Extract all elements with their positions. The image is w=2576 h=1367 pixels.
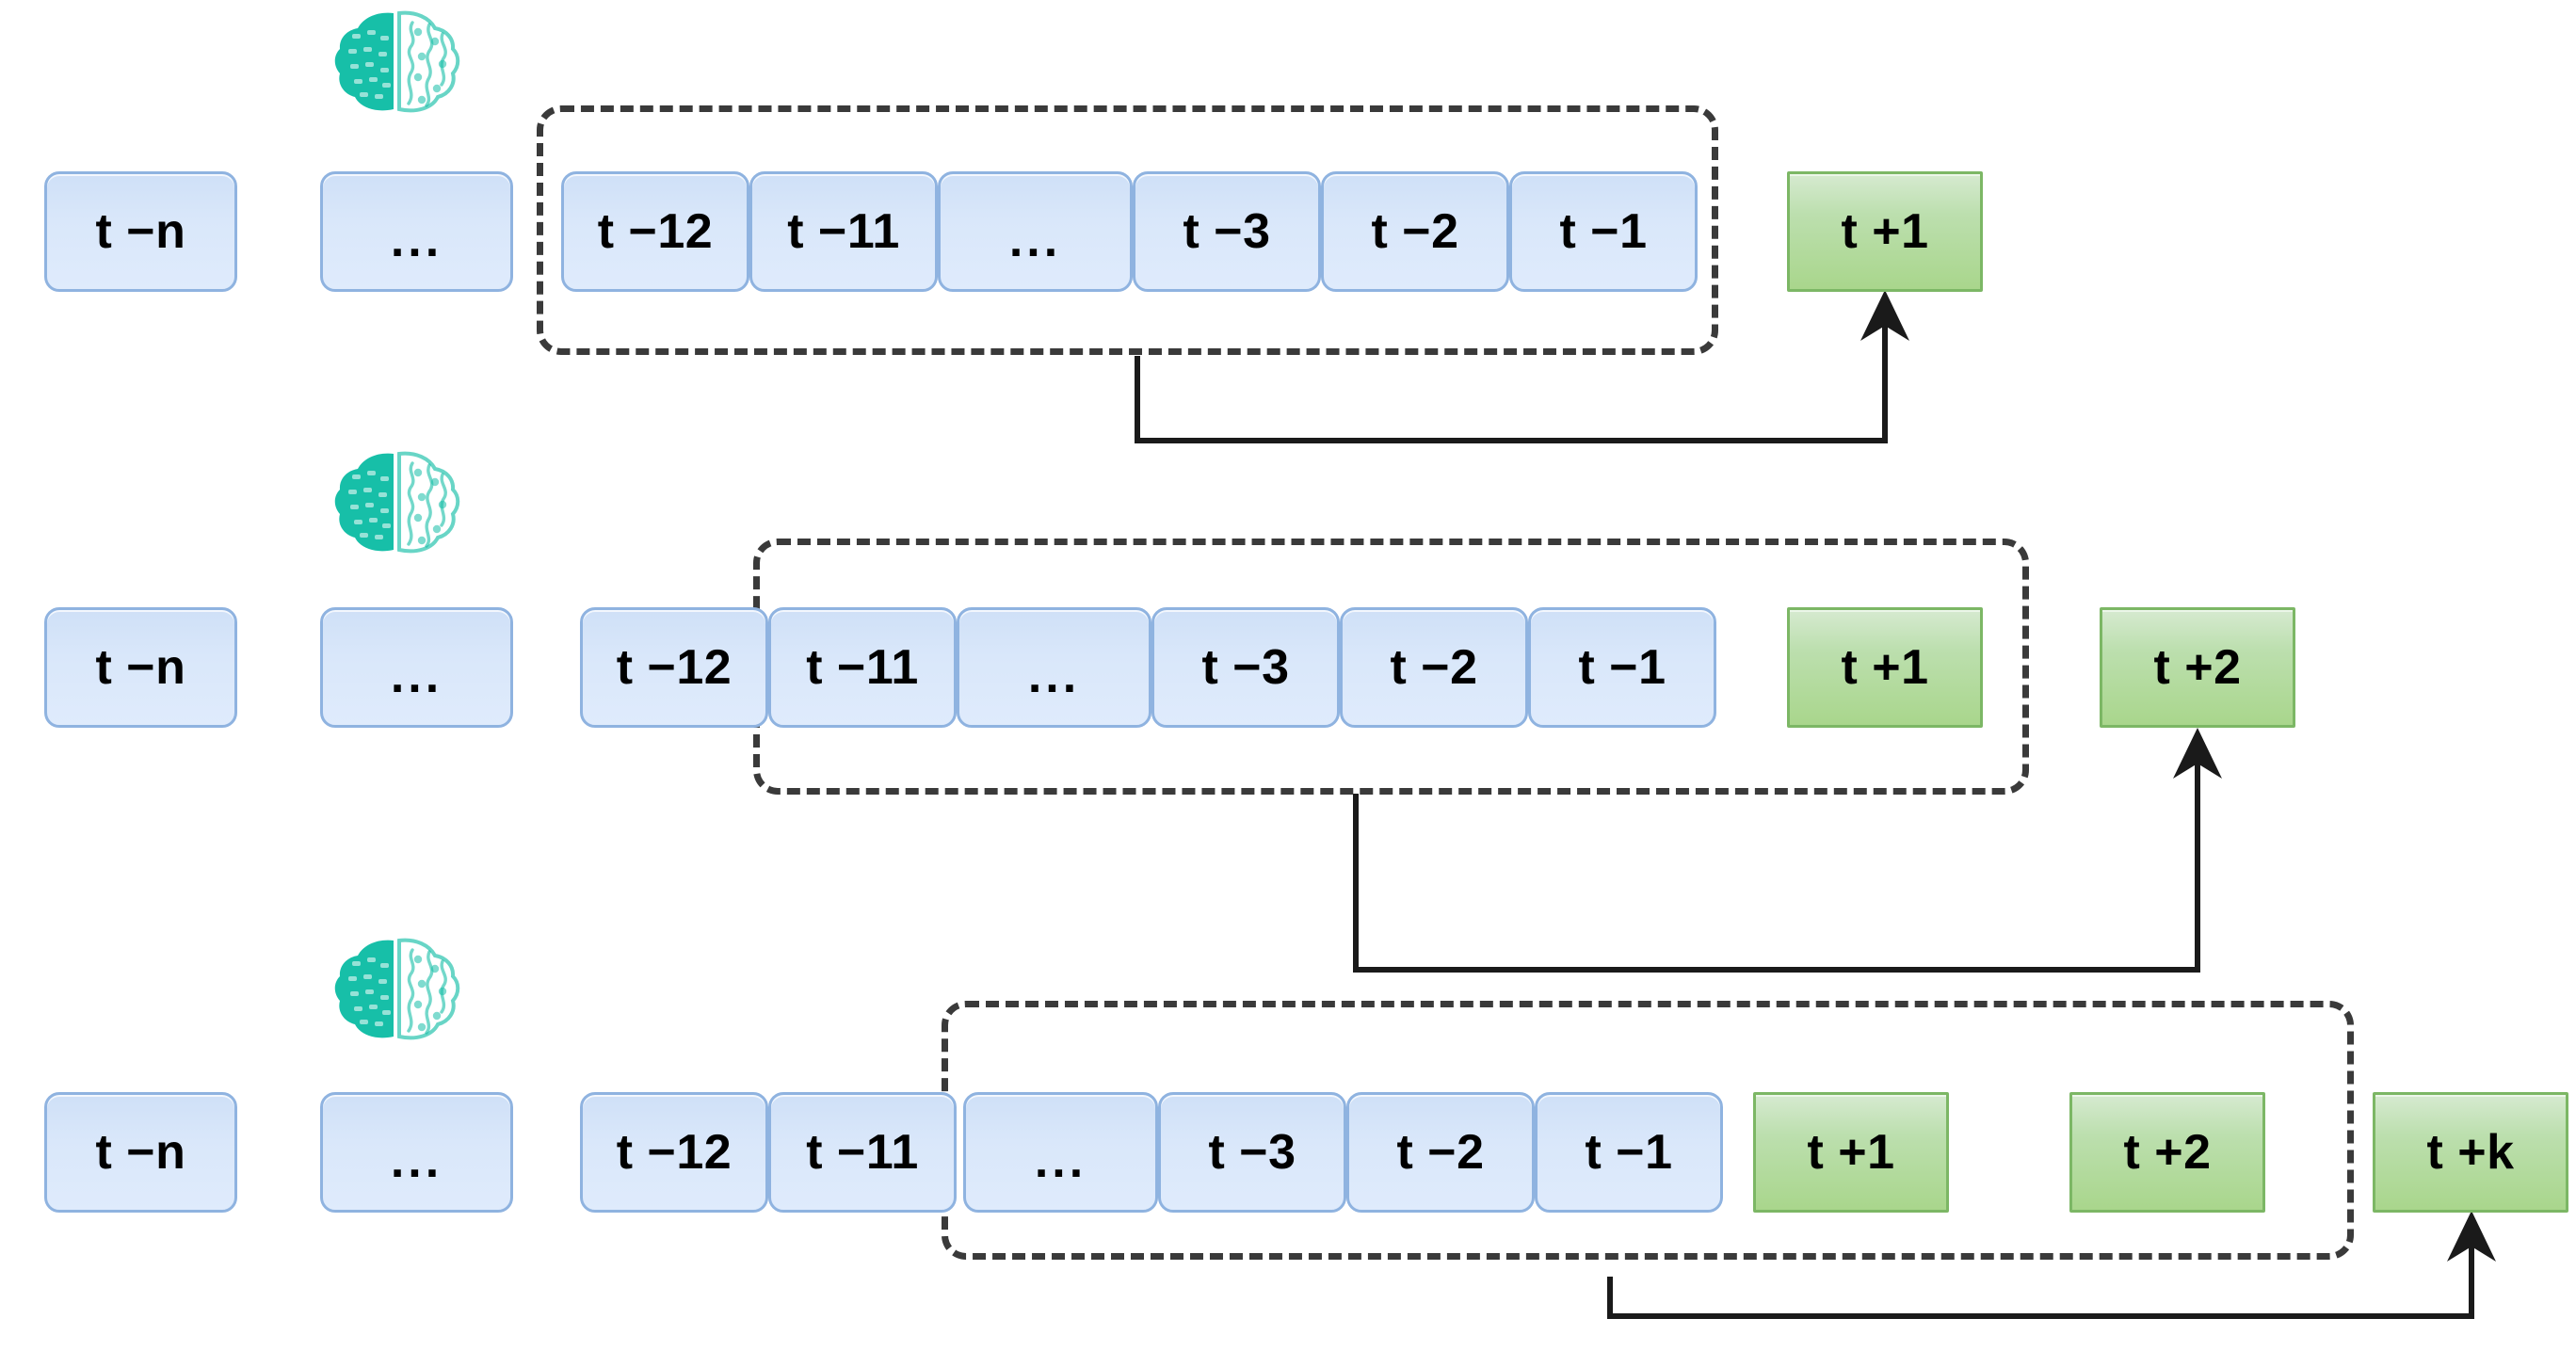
cell-label: t +1 — [1841, 204, 1929, 259]
history-cell-1-3[interactable]: t −12 — [561, 171, 749, 292]
feedback-connector-3 — [1607, 1211, 2496, 1319]
cell-label: t −n — [95, 1125, 186, 1180]
cell-label: t −1 — [1585, 1125, 1673, 1180]
forecast-cell-3-9[interactable]: t +1 — [1753, 1092, 1949, 1213]
cell-label: t −3 — [1208, 1125, 1296, 1180]
cell-label: t −n — [95, 640, 186, 695]
forecast-cell-1-9[interactable]: t +1 — [1787, 171, 1983, 292]
history-cell-3-1[interactable]: t −n — [44, 1092, 237, 1213]
cell-label: t −1 — [1559, 204, 1648, 259]
cell-label: t +2 — [2153, 640, 2242, 695]
arrowhead-1 — [1860, 290, 1909, 341]
cell-label: ... — [390, 213, 443, 268]
cell-label: t +1 — [1807, 1125, 1895, 1180]
brain-icon-glyph — [334, 938, 460, 1040]
cell-label: t −11 — [806, 640, 919, 695]
history-cell-1-8[interactable]: t −1 — [1509, 171, 1698, 292]
history-cell-3-8[interactable]: t −1 — [1535, 1092, 1723, 1213]
forecast-cell-2-9[interactable]: t +1 — [1787, 607, 1983, 728]
history-cell-1-4[interactable]: t −11 — [749, 171, 938, 292]
history-cell-2-7[interactable]: t −2 — [1340, 607, 1528, 728]
history-cell-3-7[interactable]: t −2 — [1346, 1092, 1535, 1213]
cell-label: ... — [390, 649, 443, 704]
cell-label: t −2 — [1396, 1125, 1485, 1180]
arrowhead-3 — [2447, 1211, 2496, 1262]
history-cell-3-4[interactable]: t −11 — [768, 1092, 957, 1213]
history-cell-3-5[interactable]: ... — [963, 1092, 1158, 1213]
history-cell-3-6[interactable]: t −3 — [1158, 1092, 1346, 1213]
cell-label: ... — [390, 1134, 443, 1189]
history-cell-2-8[interactable]: t −1 — [1528, 607, 1716, 728]
cell-label: t −12 — [616, 1125, 733, 1180]
cell-label: t +2 — [2123, 1125, 2212, 1180]
sliding-window-1 — [537, 105, 1718, 355]
cell-label: t −12 — [616, 640, 733, 695]
brain-icon — [331, 450, 463, 560]
cell-label: t −11 — [806, 1125, 919, 1180]
feedback-connector-2 — [1353, 728, 2222, 973]
cell-label: t −12 — [597, 204, 714, 259]
history-cell-1-1[interactable]: t −n — [44, 171, 237, 292]
history-cell-1-5[interactable]: ... — [938, 171, 1133, 292]
forecast-cell-2-10[interactable]: t +2 — [2100, 607, 2295, 728]
brain-icon — [331, 9, 463, 120]
history-cell-2-5[interactable]: ... — [957, 607, 1151, 728]
brain-icon — [331, 937, 463, 1047]
history-cell-1-6[interactable]: t −3 — [1133, 171, 1321, 292]
history-cell-3-2[interactable]: ... — [320, 1092, 513, 1213]
history-cell-2-1[interactable]: t −n — [44, 607, 237, 728]
cell-label: t +1 — [1841, 640, 1929, 695]
cell-label: t −3 — [1201, 640, 1290, 695]
history-cell-2-2[interactable]: ... — [320, 607, 513, 728]
history-cell-2-3[interactable]: t −12 — [580, 607, 768, 728]
cell-label: ... — [1008, 213, 1062, 268]
history-cell-1-2[interactable]: ... — [320, 171, 513, 292]
cell-label: t −3 — [1183, 204, 1271, 259]
feedback-connector-1 — [1135, 290, 1909, 443]
arrowhead-2 — [2173, 728, 2222, 779]
history-cell-2-6[interactable]: t −3 — [1151, 607, 1340, 728]
brain-icon-glyph — [334, 451, 460, 554]
cell-label: ... — [1027, 649, 1081, 704]
cell-label: t +k — [2426, 1125, 2515, 1180]
history-cell-2-4[interactable]: t −11 — [768, 607, 957, 728]
cell-label: t −2 — [1390, 640, 1478, 695]
cell-label: t −2 — [1371, 204, 1459, 259]
cell-label: ... — [1034, 1134, 1087, 1189]
cell-label: t −11 — [787, 204, 900, 259]
history-cell-3-3[interactable]: t −12 — [580, 1092, 768, 1213]
forecast-cell-3-11[interactable]: t +k — [2373, 1092, 2568, 1213]
forecast-cell-3-10[interactable]: t +2 — [2069, 1092, 2265, 1213]
brain-icon-glyph — [334, 10, 460, 113]
cell-label: t −n — [95, 204, 186, 259]
history-cell-1-7[interactable]: t −2 — [1321, 171, 1509, 292]
cell-label: t −1 — [1578, 640, 1666, 695]
